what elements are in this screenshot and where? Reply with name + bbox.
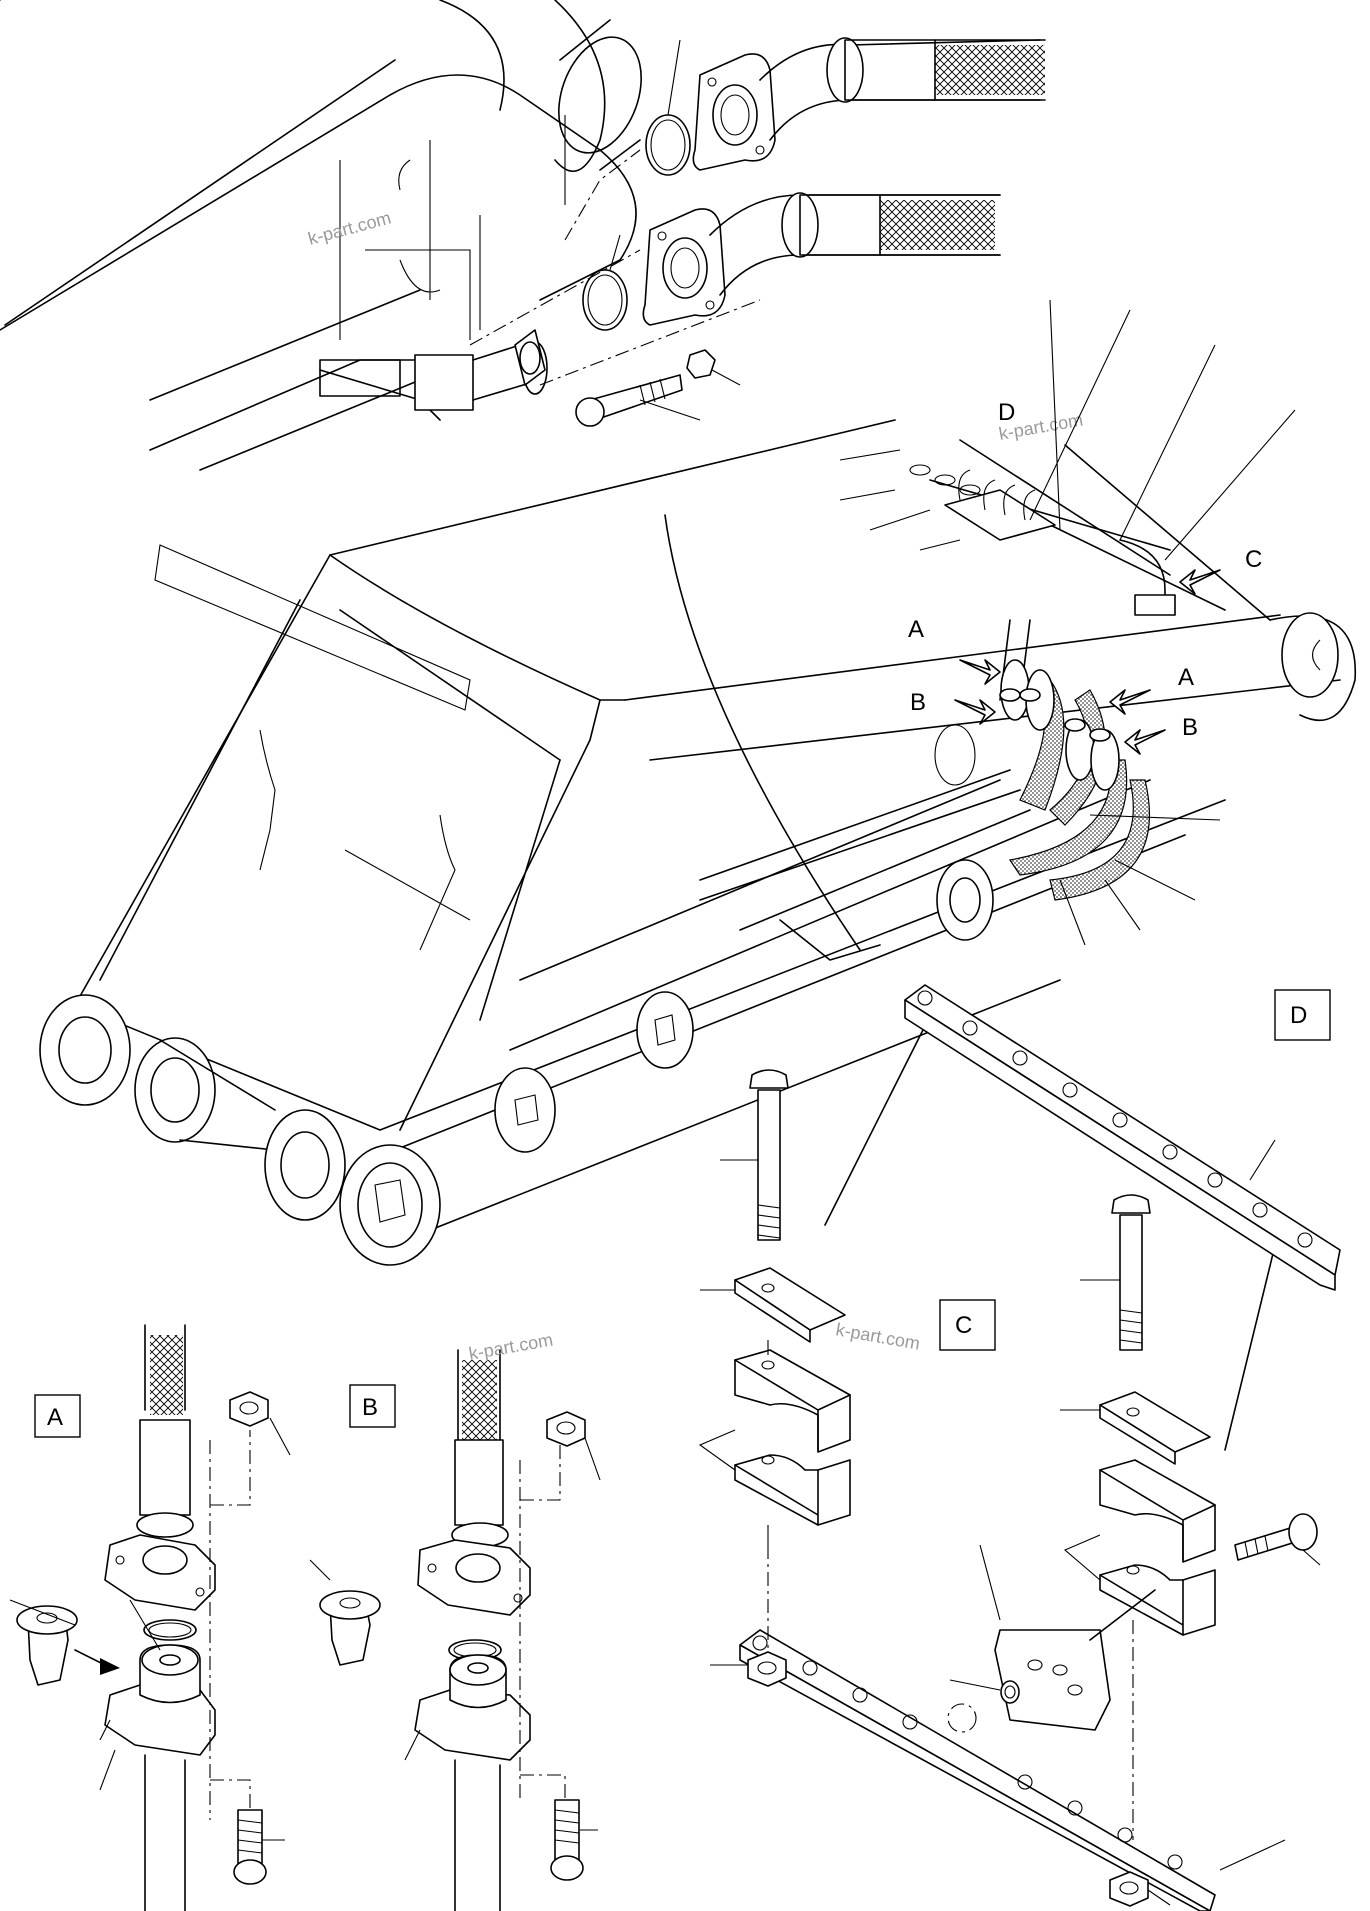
clamp-bracket-upper — [839, 299, 1296, 616]
boom-pin-bosses — [39, 859, 994, 1266]
upper-flange-2 — [642, 192, 1001, 326]
view-a-label: A — [47, 1404, 63, 1431]
rail-upper-holes — [917, 990, 1313, 1248]
detail-view-d: D — [904, 984, 1341, 1291]
rail-lower-holes — [752, 1635, 1183, 1870]
detail-view-c: C k-part.com — [698, 1069, 1321, 1911]
leader-c-left — [824, 1009, 934, 1226]
boom-body — [74, 419, 1357, 1251]
upper-oring-2 — [582, 234, 628, 331]
leader-c-right — [1224, 1224, 1281, 1451]
boom-hoses — [699, 619, 1221, 961]
view-a-box — [34, 1394, 81, 1438]
upper-nut — [686, 349, 741, 386]
callout-a-right: A — [1178, 664, 1194, 691]
callout-d: D — [998, 399, 1015, 426]
view-b-label: B — [362, 1394, 378, 1421]
callout-markers — [954, 569, 1221, 755]
centerline-upper-3 — [564, 149, 641, 241]
leader-d-upper — [664, 514, 861, 951]
upper-bolt — [575, 374, 701, 427]
view-d-box — [1274, 989, 1331, 1041]
view-d-label: D — [1290, 1002, 1307, 1029]
upper-oring-1 — [645, 39, 691, 176]
callout-b-right: B — [1182, 714, 1198, 741]
callout-b-left: B — [910, 689, 926, 716]
centerline-upper-1 — [469, 249, 641, 346]
watermark-1: k-part.com — [306, 208, 393, 249]
view-b-box — [349, 1384, 396, 1428]
detail-view-b: B k-part.com — [309, 1329, 601, 1911]
callout-a-left: A — [908, 616, 924, 643]
detail-view-a: A — [9, 1324, 291, 1911]
callout-c: C — [1245, 546, 1262, 573]
upper-flange-1 — [692, 37, 1046, 171]
watermark-3: k-part.com — [467, 1329, 554, 1363]
watermark-4: k-part.com — [834, 1319, 921, 1353]
view-c-box — [939, 1299, 996, 1351]
upper-washer — [514, 329, 546, 386]
centerline-upper-2 — [539, 299, 761, 386]
view-c-label: C — [955, 1312, 972, 1339]
